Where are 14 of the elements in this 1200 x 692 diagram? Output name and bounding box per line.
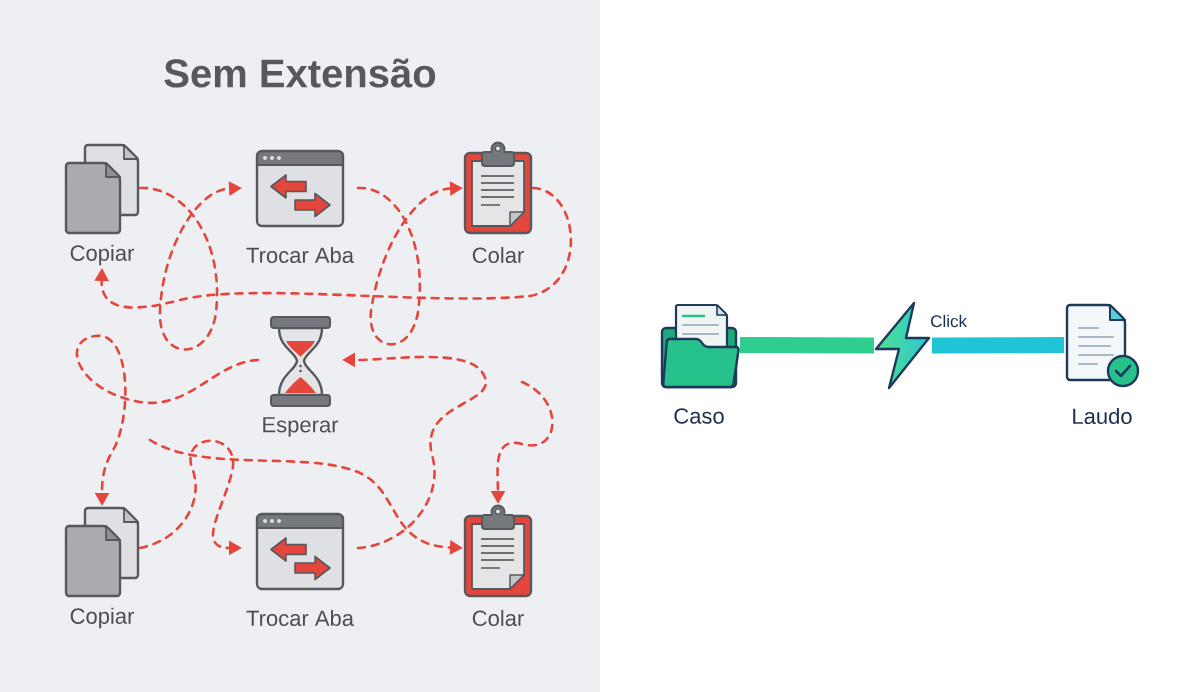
icon-label: Trocar Aba (246, 246, 354, 264)
icon-label: Colar (472, 609, 524, 627)
icon-label: Copiar (70, 607, 135, 629)
connector-bar (932, 337, 1065, 354)
icon-label: Colar (472, 246, 524, 264)
icon-label: Trocar Aba (246, 609, 354, 627)
icon-label: Copiar (70, 244, 135, 266)
icon-label: Click (931, 314, 968, 328)
panel-heading: Sem Extensão (164, 58, 436, 88)
dashed-arrow (94, 186, 573, 309)
icon-label: Laudo (1073, 407, 1132, 425)
icon-label: Esperar (263, 417, 339, 437)
icon-label: Caso (674, 408, 724, 424)
connector-bar (739, 337, 875, 354)
